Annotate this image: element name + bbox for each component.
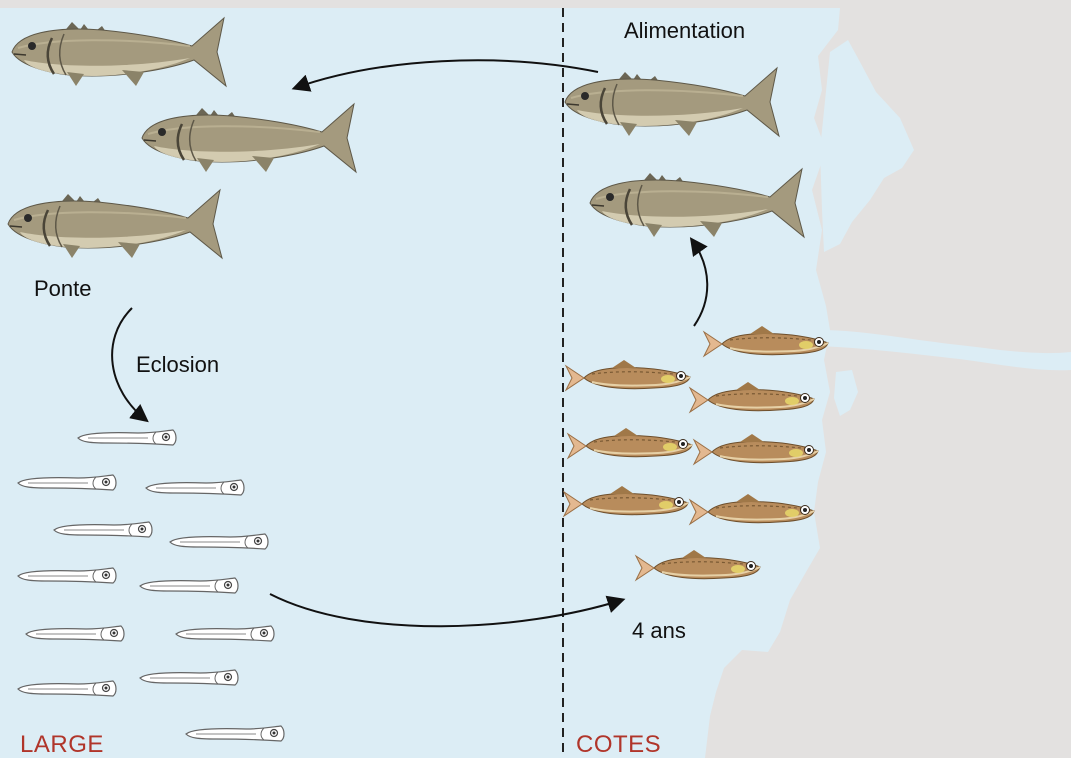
age-label: 4 ans bbox=[632, 618, 686, 644]
alimentation-label: Alimentation bbox=[624, 18, 745, 44]
eclosion-label: Eclosion bbox=[136, 352, 219, 378]
ponte-label: Ponte bbox=[34, 276, 92, 302]
zone-label-cotes: COTES bbox=[576, 731, 661, 759]
zone-label-large: LARGE bbox=[20, 731, 104, 759]
sea-area bbox=[0, 8, 840, 758]
